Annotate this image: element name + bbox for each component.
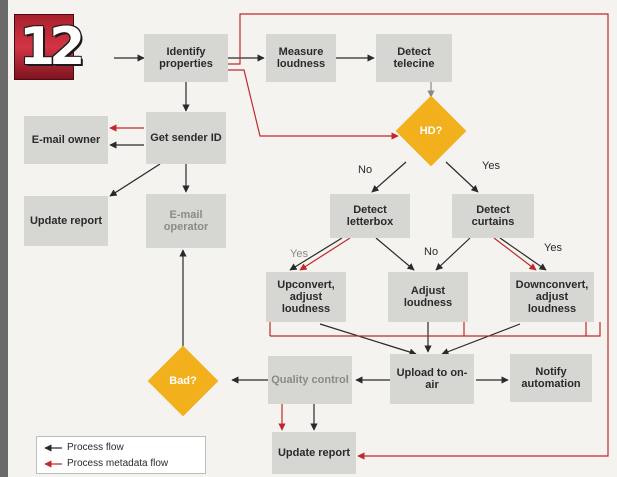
node-downconvert: Downconvert, adjust loudness bbox=[510, 272, 594, 322]
decision-bad: Bad? bbox=[147, 345, 219, 417]
legend-metadata-label: Process metadata flow bbox=[67, 458, 169, 469]
arrow-letterbox-adjust bbox=[375, 237, 415, 271]
legend-process-label: Process flow bbox=[67, 442, 124, 453]
node-get-sender-id: Get sender ID bbox=[146, 112, 226, 164]
metadata-identify-hd bbox=[228, 69, 399, 140]
node-quality-control: Quality control bbox=[268, 356, 352, 404]
metadata-curtains-downconvert bbox=[493, 237, 537, 271]
metadata-letterbox-upconvert bbox=[299, 237, 351, 271]
node-update-report-bottom: Update report bbox=[272, 432, 356, 474]
label-hd-no: No bbox=[358, 164, 373, 176]
label-curtains-yes: Yes bbox=[544, 242, 562, 254]
arrow-sender-report bbox=[109, 163, 161, 197]
arrow-curtains-downconvert bbox=[499, 237, 547, 271]
page-edge bbox=[0, 0, 8, 477]
decision-hd: HD? bbox=[395, 95, 467, 167]
arrow-downconvert-upload bbox=[441, 323, 521, 356]
label-middle-no: No bbox=[424, 246, 439, 258]
figure-badge: 12 bbox=[14, 14, 85, 80]
arrow-upconvert-upload bbox=[319, 323, 417, 356]
node-measure-loudness: Measure loudness bbox=[266, 34, 336, 82]
legend-metadata: Process metadata flow bbox=[43, 458, 168, 469]
label-letterbox-yes: Yes bbox=[290, 248, 308, 260]
legend-process-arrow-icon bbox=[44, 443, 62, 452]
decision-bad-label: Bad? bbox=[169, 375, 197, 387]
node-upconvert: Upconvert, adjust loudness bbox=[266, 272, 346, 322]
arrow-curtains-adjust bbox=[435, 237, 471, 271]
arrow-letterbox-upconvert bbox=[289, 237, 343, 271]
node-email-owner: E-mail owner bbox=[24, 116, 108, 164]
label-hd-yes: Yes bbox=[482, 160, 500, 172]
figure-number: 12 bbox=[19, 17, 85, 77]
legend-process: Process flow bbox=[43, 442, 124, 453]
node-detect-letterbox: Detect letterbox bbox=[330, 194, 410, 238]
node-adjust-loudness: Adjust loudness bbox=[388, 272, 468, 322]
node-identify-properties: Identify properties bbox=[144, 34, 228, 82]
arrow-hd-curtains bbox=[445, 161, 479, 193]
legend-metadata-arrow-icon bbox=[44, 459, 62, 468]
node-notify-automation: Notify automation bbox=[510, 354, 592, 402]
metadata-upload-loop bbox=[269, 322, 601, 337]
node-detect-telecine: Detect telecine bbox=[376, 34, 452, 82]
legend: Process flow Process metadata flow bbox=[36, 436, 206, 474]
node-detect-curtains: Detect curtains bbox=[452, 194, 534, 238]
arrow-hd-letterbox bbox=[371, 161, 407, 193]
node-email-operator: E-mail operator bbox=[146, 194, 226, 248]
node-upload-on-air: Upload to on-air bbox=[390, 354, 474, 404]
metadata-identify-report bbox=[228, 13, 609, 460]
decision-hd-label: HD? bbox=[419, 125, 443, 137]
node-update-report-left: Update report bbox=[24, 196, 108, 246]
